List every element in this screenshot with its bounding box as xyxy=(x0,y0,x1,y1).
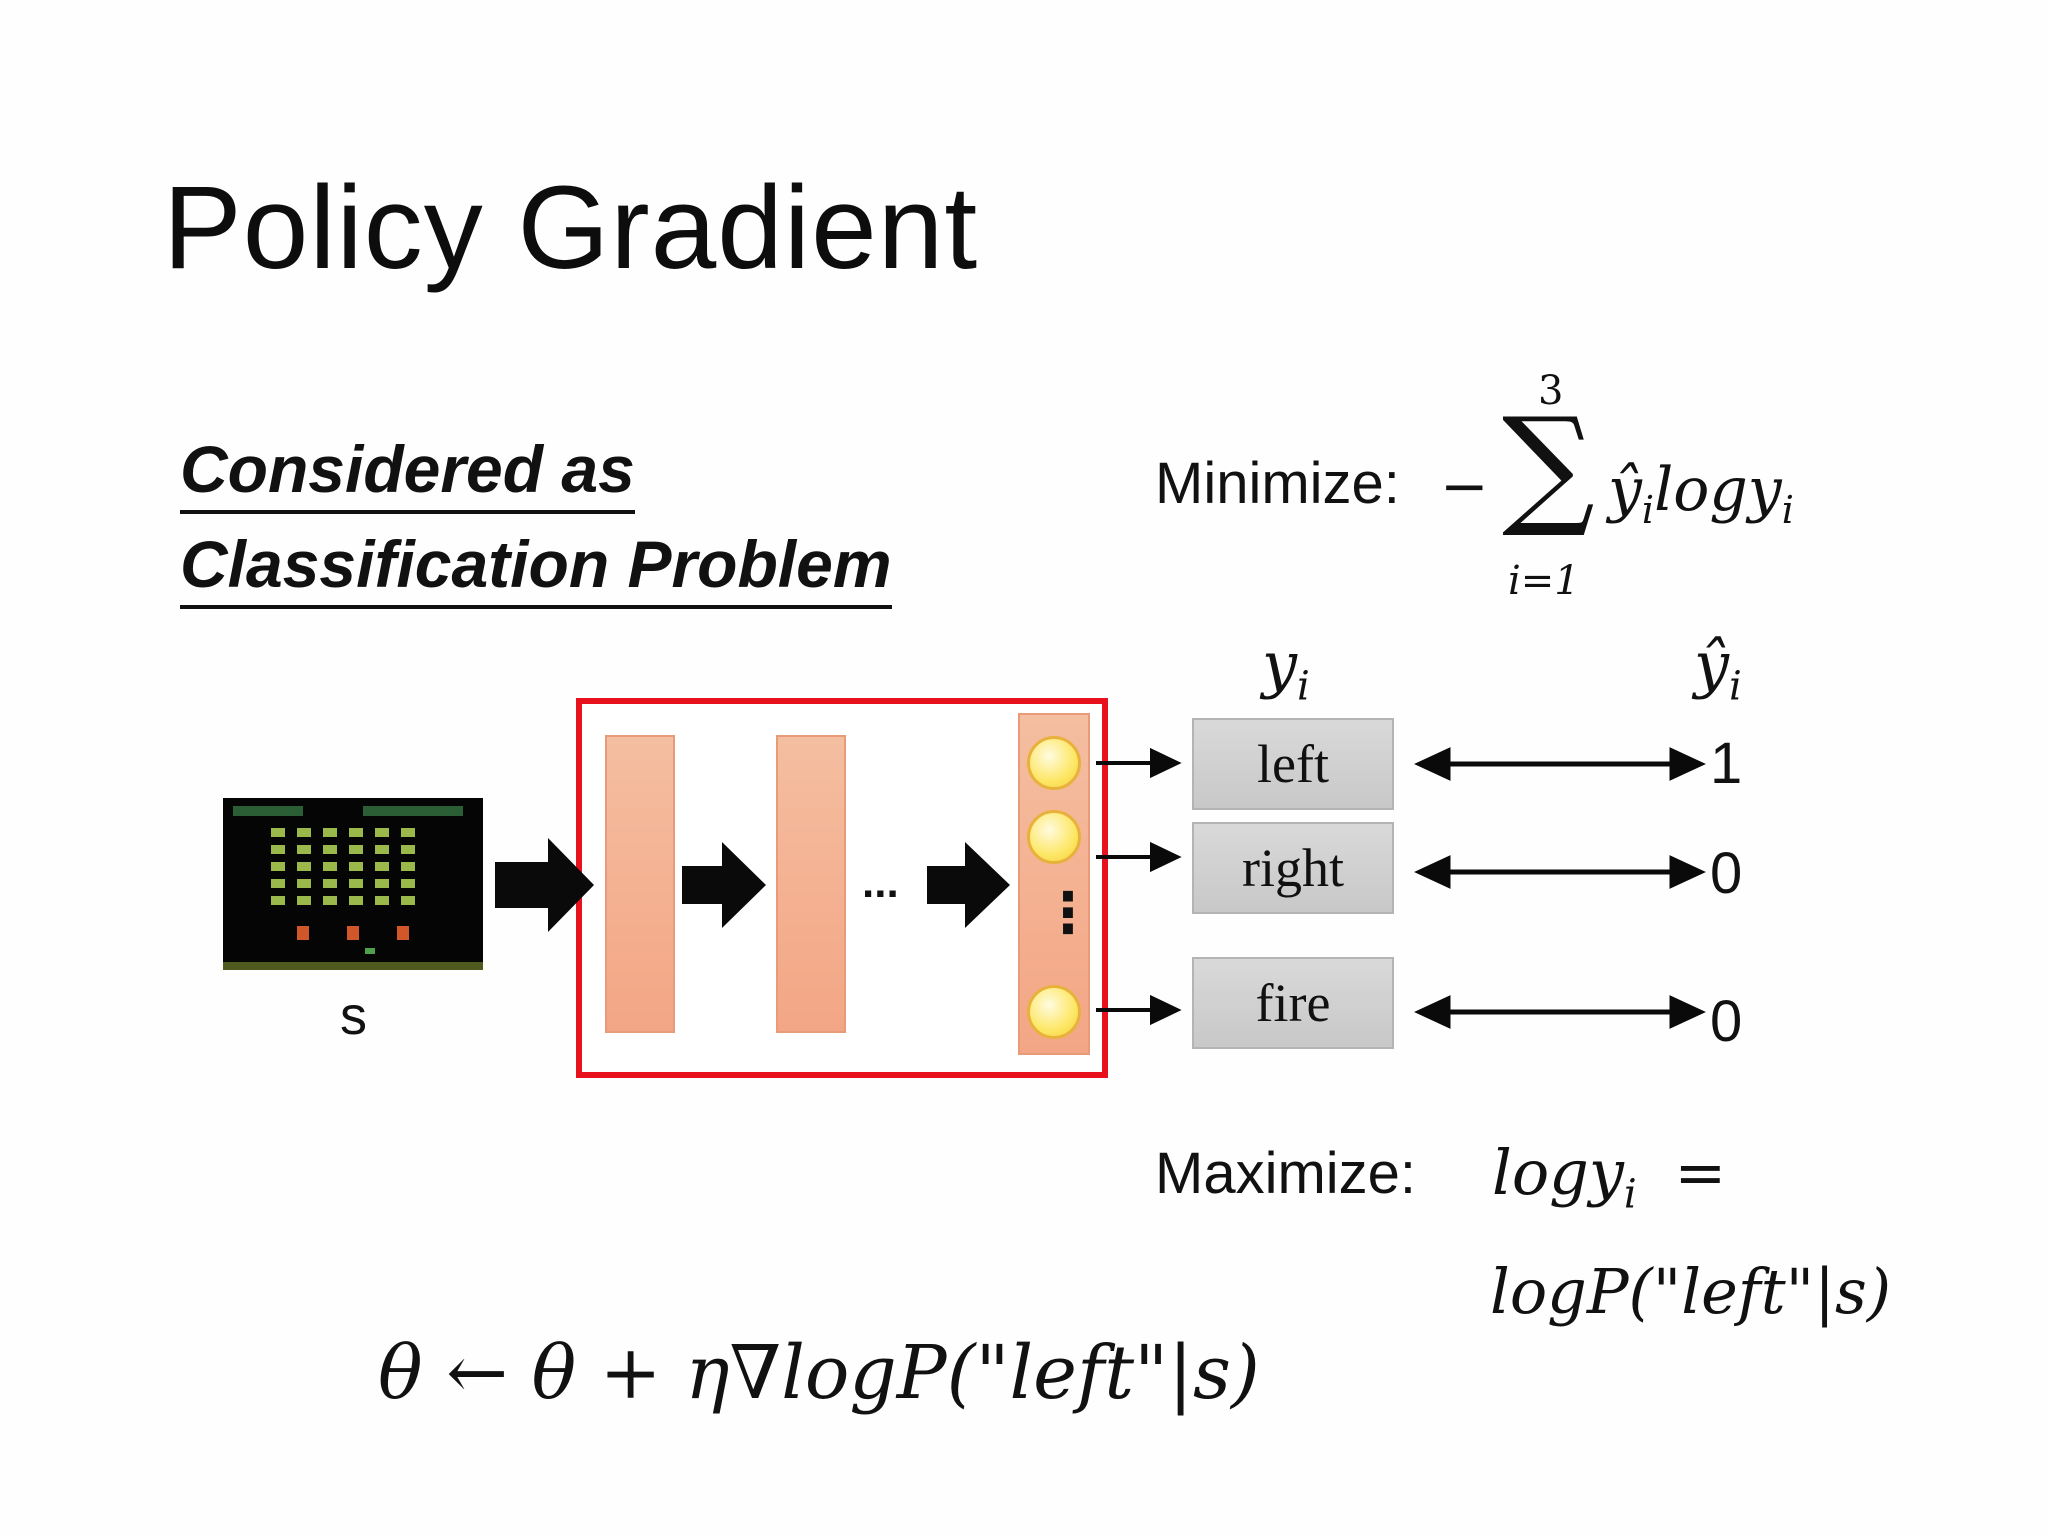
page-title: Policy Gradient xyxy=(163,162,979,294)
invader-sprite xyxy=(297,862,311,871)
invader-sprite xyxy=(297,896,311,905)
invader-sprite xyxy=(349,896,363,905)
output-header-symbol: y xyxy=(1262,628,1298,701)
invader-sprite xyxy=(375,896,389,905)
target-subscript: i xyxy=(1641,488,1655,532)
invader-sprite xyxy=(297,845,311,854)
invader-sprite xyxy=(271,896,285,905)
target-value-left: 1 xyxy=(1710,731,1743,796)
game-invaders-graphic xyxy=(271,828,415,954)
update-rule-formula: θ ← θ + η∇logP("left"|s) xyxy=(378,1330,1260,1416)
maximize-expression-line-1: logyi = xyxy=(1492,1136,1726,1217)
maximize-label: Maximize: xyxy=(1155,1141,1417,1206)
action-box-left: left xyxy=(1192,718,1394,810)
maximize-log-subscript: i xyxy=(1623,1171,1637,1218)
maximize-expression-line-2: logP("left"|s) xyxy=(1490,1255,1892,1328)
invader-sprite xyxy=(349,828,363,837)
target-symbol: ŷ xyxy=(1608,455,1642,525)
output-column-header: yi xyxy=(1262,628,1310,709)
minimize-label: Minimize: xyxy=(1155,451,1400,516)
target-header-symbol: ŷ xyxy=(1694,628,1730,701)
subtitle-line-1: Considered as xyxy=(180,432,635,514)
invader-sprite xyxy=(401,896,415,905)
maximize-log-symbol: logy xyxy=(1492,1136,1624,1209)
output-nodes-vertical-dots: ⋮ xyxy=(1040,881,1096,944)
invader-sprite xyxy=(401,862,415,871)
invader-sprite xyxy=(401,879,415,888)
summation-upper-bound: 3 xyxy=(1538,368,1564,414)
output-node-left xyxy=(1027,736,1081,790)
output-node-fire xyxy=(1027,985,1081,1039)
invader-sprite xyxy=(401,845,415,854)
target-value-right: 0 xyxy=(1710,841,1743,906)
invader-sprite xyxy=(271,862,285,871)
invader-sprite xyxy=(375,845,389,854)
invader-sprite xyxy=(401,828,415,837)
target-column-header: ŷi xyxy=(1694,628,1742,709)
layer-block-arrow-2 xyxy=(927,842,1010,928)
invader-sprite xyxy=(349,862,363,871)
invader-sprite xyxy=(349,845,363,854)
log-output-symbol: logy xyxy=(1654,455,1782,525)
invader-sprite xyxy=(323,879,337,888)
target-value-fire: 0 xyxy=(1710,989,1743,1054)
hidden-layer-2 xyxy=(776,735,846,1033)
invader-sprite xyxy=(297,828,311,837)
maximize-equals-sign: = xyxy=(1674,1136,1727,1209)
invader-sprite xyxy=(323,896,337,905)
action-box-fire: fire xyxy=(1192,957,1394,1049)
invader-sprite xyxy=(323,862,337,871)
game-score-right xyxy=(363,806,463,816)
log-output-subscript: i xyxy=(1781,488,1794,532)
invader-sprite xyxy=(375,828,389,837)
invader-sprite xyxy=(323,845,337,854)
input-block-arrow xyxy=(495,838,594,932)
game-ground xyxy=(223,962,483,970)
summation-lower-bound: i=1 xyxy=(1508,558,1580,604)
layer-block-arrow-1 xyxy=(682,842,766,928)
target-header-subscript: i xyxy=(1729,663,1742,710)
game-screen-image xyxy=(223,798,483,970)
hidden-layer-1 xyxy=(605,735,675,1033)
invader-sprite xyxy=(297,879,311,888)
summation-sigma: ∑ xyxy=(1502,389,1595,541)
minimize-term: ŷilogyi xyxy=(1608,455,1794,532)
invader-sprite xyxy=(349,879,363,888)
subtitle-line-2: Classification Problem xyxy=(180,527,892,609)
input-state-label: s xyxy=(340,986,367,1046)
invader-sprite xyxy=(271,828,285,837)
output-header-subscript: i xyxy=(1297,663,1310,710)
invader-sprite xyxy=(271,845,285,854)
invader-sprite xyxy=(271,879,285,888)
game-score-left xyxy=(233,806,303,816)
invader-sprite xyxy=(323,828,337,837)
layers-ellipsis: ... xyxy=(862,858,899,907)
action-box-right: right xyxy=(1192,822,1394,914)
minimize-minus-sign: − xyxy=(1440,452,1489,520)
invader-sprite xyxy=(375,879,389,888)
invader-sprite xyxy=(375,862,389,871)
output-node-right xyxy=(1027,810,1081,864)
